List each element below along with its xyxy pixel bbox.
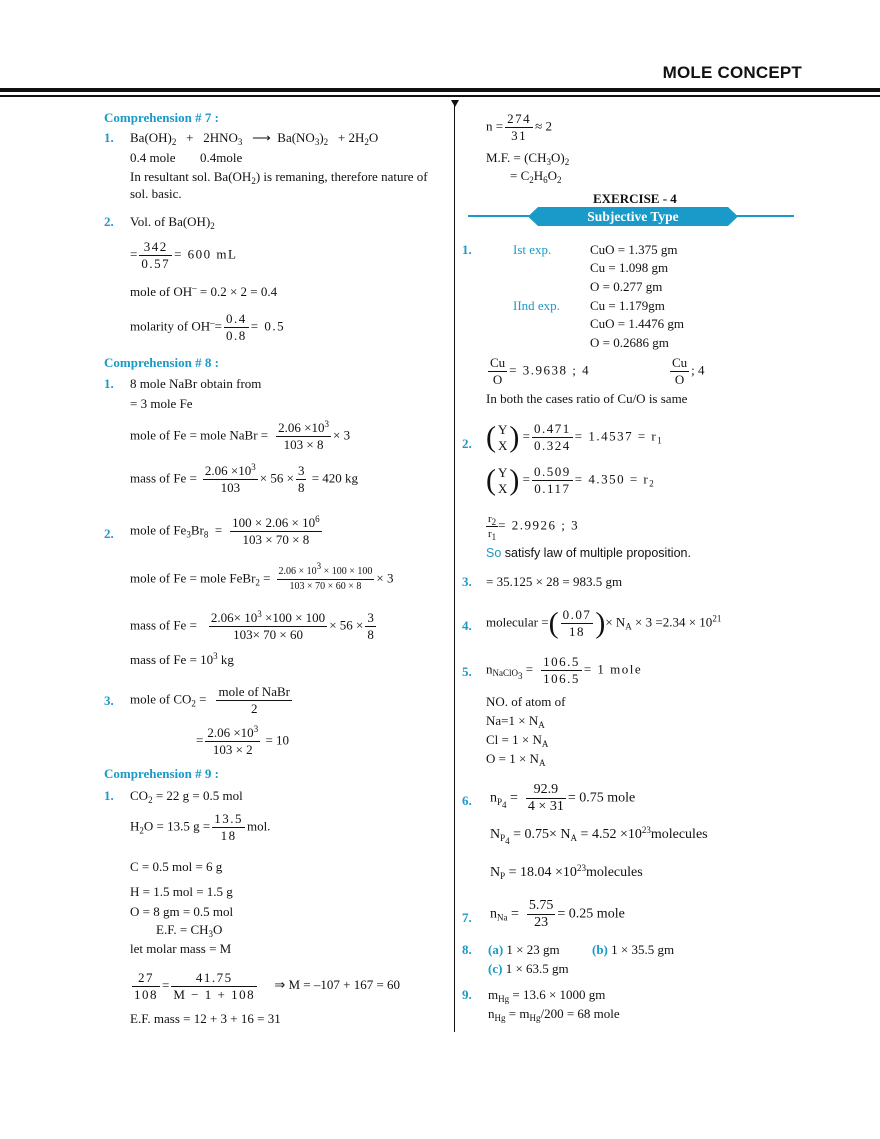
r-q5-cl: Cl = 1 × NA [486,732,549,749]
header-rule-thin [0,95,880,97]
c9-q1-let: let molar mass = M [130,941,232,956]
c8-q2-mass-result: mass of Fe = 103 kg [130,651,234,668]
r-q9-line1: mHg = 13.6 × 1000 gm [488,987,606,1004]
c7-q1-number: 1. [104,130,114,145]
c9-q1-number: 1. [104,788,114,803]
r-q1-b2: CuO = 1.4476 gm [590,316,685,331]
r-q1-a3: O = 0.277 gm [590,279,663,294]
r-q6-np: NP = 18.04 ×1023molecules [490,863,643,881]
r-q7-number: 7. [462,910,472,925]
comprehension-9-heading: Comprehension # 9 : [104,766,219,781]
c9-q1-hydrogen: H = 1.5 mol = 1.5 g [130,884,233,899]
r-q2-conclusion: So satisfy law of multiple proposition. [486,546,691,560]
r-q2-number: 2. [462,436,472,451]
r-q5-o: O = 1 × NA [486,751,546,768]
r-q1-number: 1. [462,242,472,257]
r-q9-number: 9. [462,987,472,1002]
r-top-mf: M.F. = (CH3O)2 [486,150,570,167]
c7-q1-moles-b: 0.4mole [200,150,243,165]
header-rule-thick [0,88,880,92]
page-title: MOLE CONCEPT [662,63,802,82]
r-q1-a1: CuO = 1.375 gm [590,242,678,257]
comprehension-8-heading: Comprehension # 8 : [104,355,219,370]
r-q8-b: (b) 1 × 35.5 gm [592,942,675,957]
r-q3-text: = 35.125 × 28 = 983.5 gm [486,574,623,589]
r-q3-number: 3. [462,574,472,589]
c9-q1-ef-mass: E.F. mass = 12 + 3 + 16 = 31 [130,1011,281,1026]
c8-q1-line2: = 3 mole Fe [130,396,193,411]
r-q5-na: Na=1 × NA [486,713,545,730]
c7-q1-text: In resultant sol. Ba(OH2) is remaning, t… [130,169,428,186]
subjective-type-banner: Subjective Type [528,207,738,226]
r-q1-b1: Cu = 1.179gm [590,298,665,313]
r-q1-exp2: IInd exp. [513,298,560,313]
c8-q3-number: 3. [104,693,114,708]
c8-q2-number: 2. [104,526,114,541]
c7-q1-text-2: sol. basic. [130,186,182,201]
c7-q2-number: 2. [104,214,114,229]
r-q6-number: 6. [462,793,472,808]
c9-q1-oxygen: O = 8 gm = 0.5 mol [130,904,234,919]
column-divider-arrow [451,100,459,107]
exercise-title: EXERCISE - 4 [593,191,677,206]
r-q8-number: 8. [462,942,472,957]
r-q1-b3: O = 0.2686 gm [590,335,669,350]
r-q6-np4: NP4 = 0.75× NA = 4.52 ×1023molecules [490,825,708,846]
c9-q1-co2: CO2 = 22 g = 0.5 mol [130,788,243,805]
r-top-mf2: = C2H6O2 [510,168,562,185]
c7-q2-oh-moles: mole of OH– = 0.2 × 2 = 0.4 [130,283,278,300]
c7-q2-label: Vol. of Ba(OH)2 [130,214,215,231]
c8-q1-number: 1. [104,376,114,391]
r-q8-a: (a) 1 × 23 gm [488,942,560,957]
r-q9-line2: nHg = mHg/200 = 68 mole [488,1006,620,1023]
c7-q1-equation: Ba(OH)2 + 2HNO3 ⟶ Ba(NO3)2 + 2H2O [130,130,379,147]
r-q5-number: 5. [462,664,472,679]
r-q5-atoms: NO. of atom of [486,694,566,709]
r-q1-a2: Cu = 1.098 gm [590,260,669,275]
c7-q1-moles-a: 0.4 mole [130,150,176,165]
c8-q2-febr2: mole of Fe = mole FeBr2 =2.06 × 103 × 10… [130,561,394,593]
r-q4-number: 4. [462,618,472,633]
comprehension-7-heading: Comprehension # 7 : [104,110,219,125]
column-divider [454,102,455,1032]
r-q1-conclusion: In both the cases ratio of Cu/O is same [486,391,688,406]
r-q8-c: (c) 1 × 63.5 gm [488,961,569,976]
r-q1-exp1: Ist exp. [513,242,552,257]
c8-q1-line1: 8 mole NaBr obtain from [130,376,262,391]
c9-q1-empirical-formula: E.F. = CH3O [156,922,223,939]
c9-q1-carbon: C = 0.5 mol = 6 g [130,859,223,874]
